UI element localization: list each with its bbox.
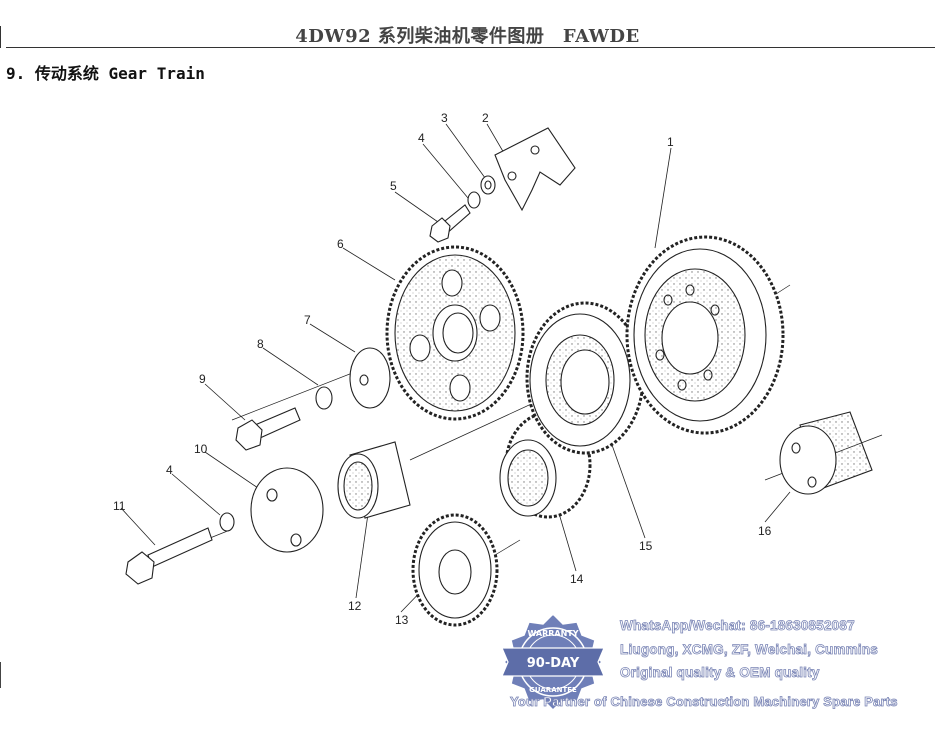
callout-5: 5 <box>390 179 397 193</box>
callout-4: 4 <box>418 131 425 145</box>
part-7-thrust-plate <box>349 347 391 409</box>
part-15-gear <box>525 301 645 455</box>
callout-13: 13 <box>395 613 409 627</box>
callout-3: 3 <box>441 111 448 125</box>
callout-2: 2 <box>482 111 489 125</box>
callout-16: 16 <box>758 524 772 538</box>
callout-14: 14 <box>570 572 584 586</box>
part-3-washer <box>480 175 496 195</box>
warranty-badge-seal: WARRANTY 90-DAY GUARANTEE <box>501 612 605 712</box>
part-4-lock-washer <box>467 191 481 209</box>
callout-15: 15 <box>639 539 653 553</box>
part-14-gear <box>499 411 592 519</box>
header-divider <box>6 47 935 48</box>
part-5-bolt <box>429 204 471 243</box>
svg-text:GUARANTEE: GUARANTEE <box>529 686 577 694</box>
callout-labels: 1 2 3 4 5 6 7 8 9 10 4 11 12 13 14 15 16 <box>113 111 772 627</box>
header-left-tick <box>0 26 1 48</box>
callout-7: 7 <box>304 313 311 327</box>
part-9-bolt <box>235 407 301 451</box>
callout-12: 12 <box>348 599 362 613</box>
callout-6: 6 <box>337 237 344 251</box>
page-header: 4DW92 系列柴油机零件图册 FAWDE <box>0 0 935 48</box>
part-4-washer-lower <box>219 512 235 532</box>
leader-lines <box>120 123 791 613</box>
svg-text:WARRANTY: WARRANTY <box>527 629 578 638</box>
left-margin-tick <box>0 662 1 688</box>
part-13-small-gear <box>411 513 499 627</box>
part-6-idler-gear <box>385 245 525 421</box>
watermark-tagline: Your Partner of Chinese Construction Mac… <box>510 694 898 710</box>
part-1-camshaft-gear <box>625 235 785 435</box>
part-12-bushing <box>337 441 411 519</box>
part-8-snap-ring <box>315 386 333 410</box>
part-2-bracket <box>494 127 576 212</box>
callout-4-lower: 4 <box>166 463 173 477</box>
callout-11: 11 <box>113 499 126 513</box>
watermark-contact: WhatsApp/Wechat: 86-18630852087 <box>620 618 855 634</box>
part-10-thrust-plate <box>250 467 324 553</box>
callout-10: 10 <box>194 442 208 456</box>
watermark-brands: Liugong, XCMG, ZF, Weichai, Cummins <box>620 642 879 658</box>
header-title: 4DW92 系列柴油机零件图册 FAWDE <box>295 26 640 47</box>
callout-1: 1 <box>667 135 674 149</box>
part-16-hub <box>779 411 873 495</box>
watermark-quality: Original quality & OEM quality <box>620 665 820 681</box>
callout-9: 9 <box>199 372 206 386</box>
callout-8: 8 <box>257 337 264 351</box>
section-title: 9. 传动系统 Gear Train <box>6 64 205 83</box>
part-11-long-bolt <box>125 527 213 585</box>
svg-text:90-DAY: 90-DAY <box>527 656 580 671</box>
